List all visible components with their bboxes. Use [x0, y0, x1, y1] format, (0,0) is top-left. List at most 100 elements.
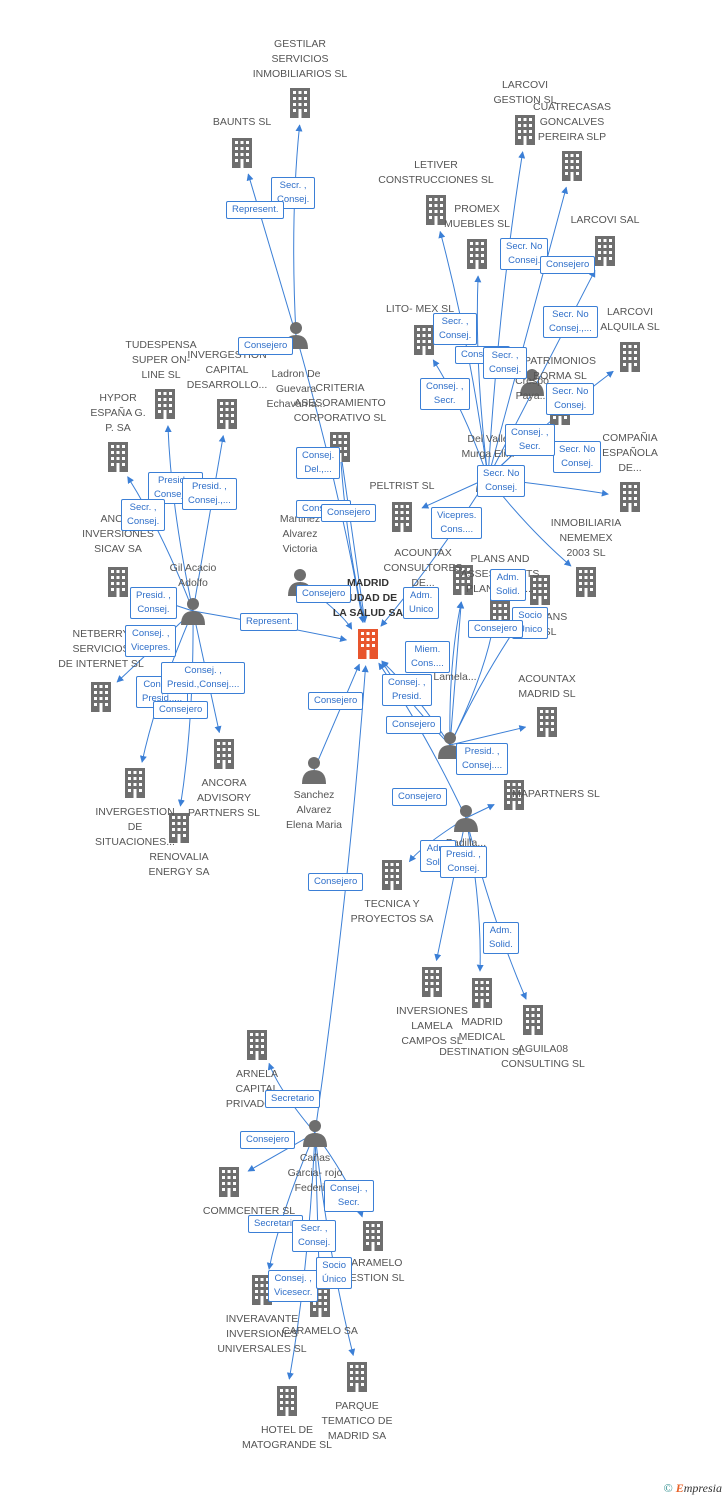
- company-label-criteria[interactable]: CRITERIA ASESORAMIENTO CORPORATIVO SL: [293, 382, 387, 424]
- company-building-icon[interactable]: [277, 1386, 297, 1416]
- edge-label-canas-to-caramelo_gest[interactable]: Consej. , Secr.: [324, 1180, 374, 1212]
- edge-label-criteria-to-center[interactable]: Consejero: [321, 504, 377, 522]
- company-building-icon[interactable]: [232, 138, 252, 168]
- company-label-parque[interactable]: PARQUE TEMATICO DE MADRID SA: [321, 1400, 393, 1442]
- edge-label-sanchez-to-center[interactable]: Consejero: [308, 692, 364, 710]
- company-label-compania[interactable]: COMPAÑIA ESPAÑOLA DE...: [602, 432, 658, 474]
- company-label-hypor[interactable]: HYPOR ESPAÑA G. P. SA: [90, 392, 146, 434]
- edge-label-lamela-to-center[interactable]: Consej. , Presid.: [382, 674, 432, 706]
- company-building-icon[interactable]: [562, 151, 582, 181]
- company-building-icon[interactable]: [290, 88, 310, 118]
- company-building-icon[interactable]: [620, 342, 640, 372]
- company-label-lito_mex[interactable]: LITO- MEX SL: [385, 303, 455, 315]
- edge-label-criteria-to-center[interactable]: Consej. Del.,...: [296, 447, 341, 479]
- company-label-peltrist[interactable]: PELTRIST SL: [369, 480, 435, 492]
- edge-label-lamela-to-acountax_mad[interactable]: Consejero: [468, 620, 524, 638]
- edge-label-gil-to-invergestion_cap[interactable]: Presid. , Consej.,...: [182, 478, 237, 510]
- company-label-caramelo_sa[interactable]: CARAMELO SA: [282, 1325, 358, 1337]
- company-building-icon[interactable]: [414, 325, 434, 355]
- company-label-netberry[interactable]: NETBERRY SERVICIOS DE INTERNET SL: [58, 628, 144, 670]
- company-label-larcovi_alquila[interactable]: LARCOVI ALQUILA SL: [600, 306, 660, 333]
- edge-label-del_valle-to-compania[interactable]: Secr. No Consej.: [553, 441, 602, 473]
- company-building-icon[interactable]: [219, 1167, 239, 1197]
- person-icon[interactable]: [302, 757, 326, 784]
- company-label-inv_lamela[interactable]: INVERSIONES LAMELA CAMPOS SL: [396, 1005, 468, 1047]
- company-building-icon[interactable]: [537, 707, 557, 737]
- edge-label-gil-to-netberry[interactable]: Consej. , Vicepres.: [125, 625, 177, 657]
- edge-label-del_valle-to-larcovi_sal[interactable]: Secr. No Consej.,...: [543, 306, 598, 338]
- company-label-invergestion_sit[interactable]: INVERGESTION DE SITUACIONES...: [95, 806, 175, 848]
- person-label-crespo[interactable]: Crespo Paya...: [515, 375, 549, 402]
- edge-label-del_valle-to-peltrist[interactable]: Secr. No Consej.: [477, 465, 526, 497]
- company-label-mapartners[interactable]: MAPARTNERS SL: [512, 788, 600, 800]
- person-label-gil[interactable]: Gil Acacio Adolfo: [169, 562, 217, 589]
- edge-label-del_valle-to-inmobiliaria[interactable]: Consej. , Secr.: [505, 424, 555, 456]
- edge-label-gil-to-ancla[interactable]: Presid. , Consej.: [130, 587, 177, 619]
- company-building-icon[interactable]: [108, 442, 128, 472]
- edge-label-ladron-to-center[interactable]: Consejero: [238, 337, 294, 355]
- person-label-sanchez[interactable]: Sanchez Alvarez Elena Maria: [285, 789, 343, 831]
- company-building-icon[interactable]: [217, 399, 237, 429]
- person-icon[interactable]: [181, 598, 205, 625]
- edge-label-padilla-to-madrid_medical[interactable]: Presid. , Consej.: [440, 846, 487, 878]
- company-label-patrimonios[interactable]: PATRIMONIOS BORMA SL: [524, 355, 596, 382]
- company-building-icon[interactable]: [247, 1030, 267, 1060]
- edge-label-lamela-to-acountax_cons[interactable]: Adm. Unico: [403, 587, 440, 619]
- company-building-icon[interactable]: [595, 236, 615, 266]
- edge-label-del_valle-to-larcovi_alquila[interactable]: Secr. , Consej.: [483, 347, 528, 379]
- company-label-center[interactable]: MADRID CIUDAD DE LA SALUD SA: [332, 577, 404, 619]
- edge-label-ladron-to-baunts[interactable]: Represent.: [226, 201, 285, 219]
- edge-label-padilla-to-center[interactable]: Consejero: [392, 788, 448, 806]
- company-building-icon[interactable]: [125, 768, 145, 798]
- edge-label-canas-to-caramelo_sa[interactable]: Secr. , Consej.: [292, 1220, 337, 1252]
- company-label-larcovi_sal[interactable]: LARCOVI SAL: [570, 214, 640, 226]
- company-label-madrid_medical[interactable]: MADRID MEDICAL DESTINATION SL: [439, 1016, 525, 1058]
- person-icon[interactable]: [454, 805, 478, 832]
- edge-label-del_valle-to-lito_mex[interactable]: Consej. , Secr.: [420, 378, 470, 410]
- person-label-del_valle[interactable]: Del Valle Murga Eli...: [461, 433, 514, 460]
- edge-label-gil-to-center[interactable]: Represent.: [240, 613, 299, 631]
- company-building-icon[interactable]: [108, 567, 128, 597]
- company-label-inveravante[interactable]: INVERAVANTE INVERSIONES UNIVERSALES SL: [217, 1313, 307, 1355]
- company-building-icon[interactable]: [363, 1221, 383, 1251]
- edge-label-del_valle-to-letiver[interactable]: Secr. , Consej.: [433, 313, 478, 345]
- company-label-inmobiliaria[interactable]: INMOBILIARIA NEMEMEX 2003 SL: [550, 517, 622, 559]
- edge-label-canas-to-arnela[interactable]: Secretario: [265, 1090, 321, 1108]
- company-label-hotel[interactable]: HOTEL DE MATOGRANDE SL: [241, 1424, 333, 1451]
- person-icon[interactable]: [303, 1120, 327, 1147]
- company-label-letiver[interactable]: LETIVER CONSTRUCCIONES SL: [378, 159, 494, 186]
- company-label-aguila08[interactable]: AGUILA08 CONSULTING SL: [501, 1043, 585, 1070]
- edge-label-padilla-to-mapartners[interactable]: Presid. , Consej....: [456, 743, 509, 775]
- edge-label-canas-to-parque[interactable]: Socio Único: [316, 1257, 353, 1289]
- company-building-icon[interactable]: [91, 682, 111, 712]
- edge-label-lamela-to-plans_assess[interactable]: Adm. Solid.: [490, 569, 526, 601]
- edge-label-canas-to-hotel[interactable]: Consej. , Vicesecr.: [268, 1270, 319, 1302]
- company-building-icon[interactable]: [422, 967, 442, 997]
- edge-label-del_valle-to-larcovi_gestion[interactable]: Secr. No Consej.: [500, 238, 549, 270]
- company-label-renovalia[interactable]: RENOVALIA ENERGY SA: [148, 851, 210, 878]
- edge-label-martinez-to-center[interactable]: Consejero: [296, 585, 352, 603]
- edge-label-del_valle-to-cuatrecasas[interactable]: Consejero: [540, 256, 596, 274]
- company-building-icon[interactable]: [382, 860, 402, 890]
- edge-label-del_valle-to-patrimonios[interactable]: Secr. No Consej.: [546, 383, 595, 415]
- company-label-commcenter[interactable]: COMMCENTER SL: [202, 1205, 296, 1217]
- edge-label-padilla-to-tecnica[interactable]: Consejero: [386, 716, 442, 734]
- company-building-icon[interactable]: [214, 739, 234, 769]
- person-label-lamela[interactable]: Lamela...: [433, 671, 477, 683]
- company-label-larcovi_gestion[interactable]: LARCOVI GESTION SL: [493, 79, 557, 106]
- edge-label-ladron-to-gestilar[interactable]: Secr. , Consej.: [271, 177, 316, 209]
- company-label-tudespensa[interactable]: TUDESPENSA SUPER ON- LINE SL: [125, 339, 197, 381]
- company-label-gestilar[interactable]: GESTILAR SERVICIOS INMOBILIARIOS SL: [252, 38, 348, 80]
- company-building-icon[interactable]: [392, 502, 412, 532]
- company-label-tecnica[interactable]: TECNICA Y PROYECTOS SA: [350, 898, 434, 925]
- company-label-ancora[interactable]: ANCORA ADVISORY PARTNERS SL: [188, 777, 260, 819]
- edge-label-lamela-to-acountax_cons[interactable]: Vicepres. Cons....: [431, 507, 483, 539]
- company-label-cuatrecasas[interactable]: CUATRECASAS GONCALVES PEREIRA SLP: [533, 101, 611, 143]
- company-building-icon[interactable]: [576, 567, 596, 597]
- company-label-acountax_mad[interactable]: ACOUNTAX MADRID SL: [518, 673, 576, 700]
- company-label-promex[interactable]: PROMEX MUEBLES SL: [444, 203, 510, 230]
- edge-label-padilla-to-aguila08[interactable]: Adm. Solid.: [483, 922, 519, 954]
- edge-label-gil-to-ancora[interactable]: Consej. , Presid.,Consej....: [161, 662, 246, 694]
- company-building-icon[interactable]: [347, 1362, 367, 1392]
- company-label-acountax_cons[interactable]: ACOUNTAX CONSULTORES DE...: [383, 547, 463, 589]
